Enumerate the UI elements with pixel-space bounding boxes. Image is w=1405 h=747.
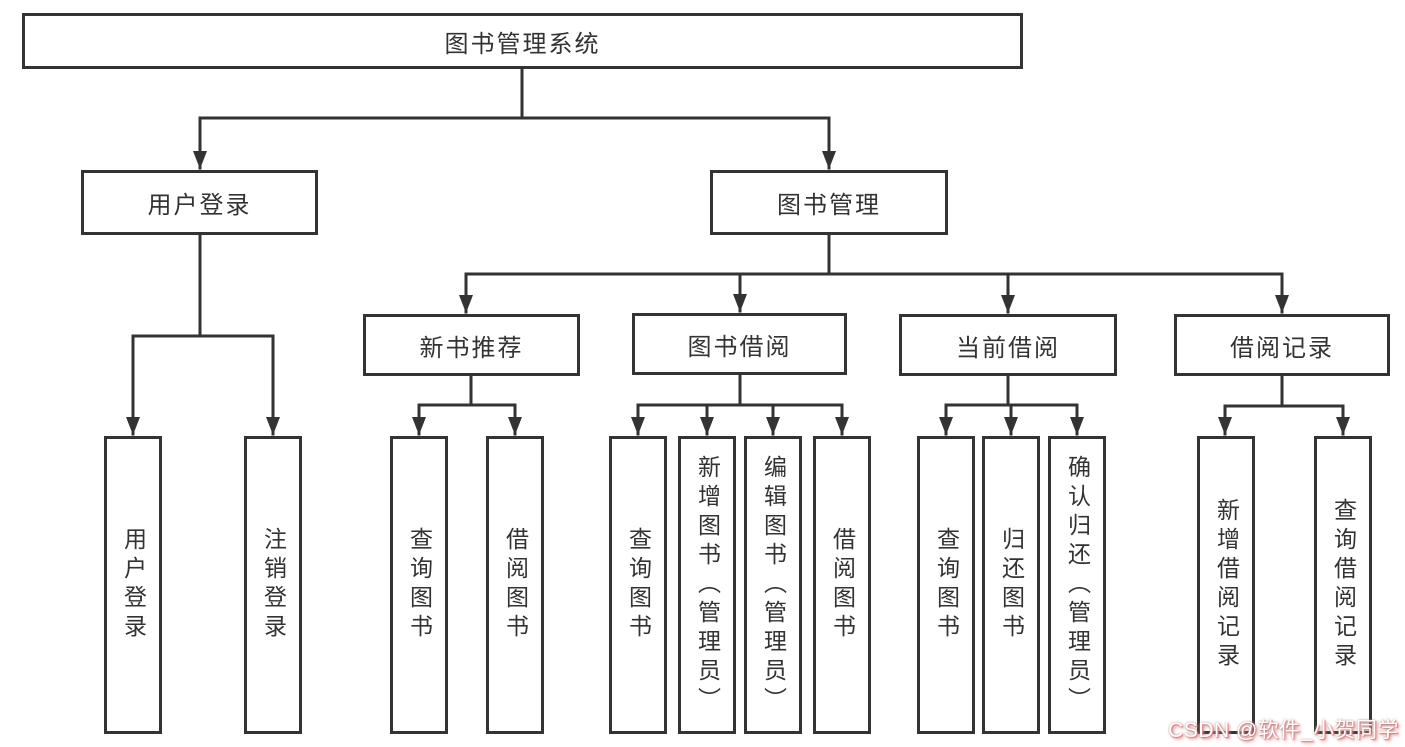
connector-book-borrow-children (631, 373, 849, 436)
leaf-br-query-record: 查询借阅记录 (1314, 436, 1372, 734)
leaf-bb-query-books: 查询图书 (609, 436, 667, 734)
connector-book-management-children (459, 233, 1289, 314)
node-borrow-records: 借阅记录 (1174, 314, 1390, 376)
connector-root-to-level1 (193, 67, 836, 170)
leaf-logout: 注销登录 (244, 436, 302, 734)
leaf-nb-borrow-books-label: 借阅图书 (502, 527, 529, 643)
csdn-watermark: CSDN @软件_小贺同学 (1168, 719, 1399, 742)
leaf-bb-add-books-admin-label: 新增图书（管理员） (694, 454, 721, 716)
leaf-cb-query-books-label: 查询图书 (933, 527, 960, 643)
leaf-bb-add-books-admin: 新增图书（管理员） (678, 436, 736, 734)
node-new-book-recommend: 新书推荐 (363, 314, 580, 376)
connector-current-borrow-children (939, 374, 1084, 436)
leaf-nb-query-books: 查询图书 (390, 436, 448, 734)
connector-new-book-children (412, 374, 522, 436)
node-book-borrowing-label: 图书借阅 (687, 333, 792, 361)
node-new-book-recommend-label: 新书推荐 (419, 334, 524, 362)
leaf-nb-query-books-label: 查询图书 (406, 527, 433, 643)
leaf-bb-borrow-books-label: 借阅图书 (829, 527, 856, 643)
leaf-user-login: 用户登录 (104, 436, 162, 734)
leaf-br-add-record: 新增借阅记录 (1197, 436, 1255, 734)
leaf-bb-borrow-books: 借阅图书 (813, 436, 871, 734)
leaf-cb-confirm-return-admin: 确认归还（管理员） (1048, 436, 1106, 734)
leaf-br-query-record-label: 查询借阅记录 (1330, 498, 1357, 672)
node-root-label: 图书管理系统 (444, 30, 601, 58)
leaf-cb-query-books: 查询图书 (917, 436, 975, 734)
leaf-nb-borrow-books: 借阅图书 (486, 436, 544, 734)
node-borrow-records-label: 借阅记录 (1230, 334, 1334, 362)
leaf-bb-edit-books-admin: 编辑图书（管理员） (744, 436, 802, 734)
leaf-bb-query-books-label: 查询图书 (625, 527, 652, 643)
node-current-borrowing-label: 当前借阅 (956, 334, 1060, 362)
leaf-cb-return-books-label: 归还图书 (998, 527, 1025, 643)
leaf-bb-edit-books-admin-label: 编辑图书（管理员） (760, 454, 787, 716)
node-user-login: 用户登录 (81, 170, 318, 235)
node-book-management-label: 图书管理 (777, 192, 881, 219)
leaf-cb-confirm-return-admin-label: 确认归还（管理员） (1064, 454, 1091, 716)
leaf-br-add-record-label: 新增借阅记录 (1213, 498, 1240, 672)
node-book-borrowing: 图书借阅 (632, 313, 847, 375)
leaf-cb-return-books: 归还图书 (982, 436, 1040, 734)
leaf-logout-label: 注销登录 (260, 527, 287, 643)
connector-borrow-record-children (1218, 374, 1350, 436)
node-book-management: 图书管理 (710, 170, 948, 235)
connector-user-login-children (126, 233, 280, 436)
node-root-library-system: 图书管理系统 (22, 13, 1023, 69)
node-user-login-label: 用户登录 (147, 192, 252, 219)
leaf-user-login-label: 用户登录 (120, 527, 147, 643)
node-current-borrowing: 当前借阅 (899, 314, 1117, 376)
